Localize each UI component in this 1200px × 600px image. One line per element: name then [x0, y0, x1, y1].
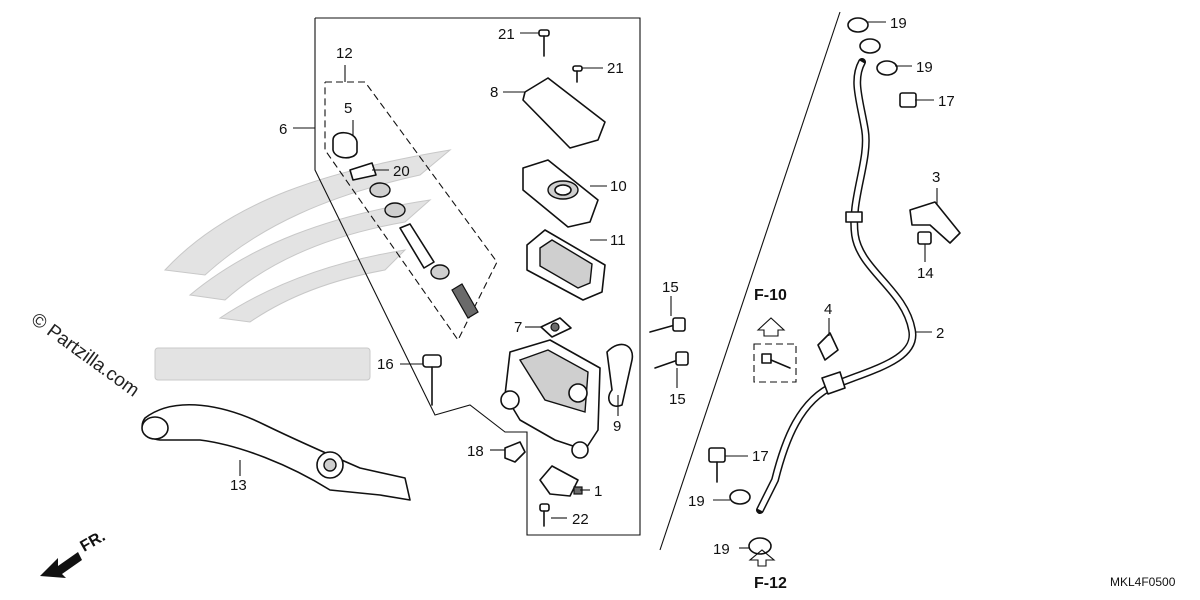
reservoir-cap	[522, 77, 606, 149]
callout-4: 4	[824, 301, 832, 318]
brake-switch	[539, 465, 583, 497]
callout-20: 20	[393, 163, 410, 180]
callout-5: 5	[344, 100, 352, 117]
bolt-15-upper	[649, 317, 686, 333]
banjo-bolt-lower	[708, 447, 726, 483]
bolt-14	[917, 231, 932, 245]
holder-clamp	[606, 343, 634, 407]
callout-19b: 19	[916, 59, 933, 76]
callout-labels: 21 21 8 10 11 7 9 12 5 6 20 16 13 18 1 2…	[230, 15, 955, 558]
callout-13: 13	[230, 477, 247, 494]
callout-19d: 19	[713, 541, 730, 558]
callout-15a: 15	[662, 279, 679, 296]
callout-9: 9	[613, 418, 621, 435]
callout-17a: 17	[938, 93, 955, 110]
hose-group-divider	[659, 11, 841, 551]
callout-19c: 19	[688, 493, 705, 510]
callout-7: 7	[514, 319, 522, 336]
hose-bracket-3	[909, 201, 961, 244]
piston-kit-parts	[332, 131, 479, 319]
hose-clamp-4	[817, 332, 839, 361]
banjo-bolt-upper	[899, 92, 917, 108]
callout-14: 14	[917, 265, 934, 282]
f12-label: F-12	[754, 575, 787, 592]
piston-kit-group-outline	[324, 81, 498, 342]
small-cap-7	[540, 317, 572, 338]
callout-3: 3	[932, 169, 940, 186]
front-arrow: FR.	[40, 528, 108, 578]
nut-18	[504, 441, 526, 463]
callout-21b: 21	[607, 60, 624, 77]
callout-11: 11	[610, 232, 626, 249]
callout-2: 2	[936, 325, 944, 342]
honda-wing-watermark	[154, 149, 452, 381]
banjo-washers	[729, 17, 898, 555]
pivot-bolt	[422, 354, 442, 406]
master-cylinder-body	[500, 339, 601, 459]
leader-lines	[239, 21, 938, 549]
brake-lever	[141, 403, 411, 501]
bolt-15-lower	[654, 351, 689, 369]
callout-8: 8	[490, 84, 498, 101]
front-label: FR.	[78, 528, 109, 556]
diagram-code: MKL4F0500	[1110, 575, 1176, 589]
f10-label: F-10	[754, 287, 787, 304]
brake-hose	[756, 58, 917, 514]
callout-17b: 17	[752, 448, 769, 465]
callout-22: 22	[572, 511, 589, 528]
f12-reference: F-12	[748, 549, 787, 592]
partzilla-watermark: © Partzilla.com	[27, 309, 143, 401]
master-cylinder-group-outline	[314, 17, 641, 536]
callout-1: 1	[594, 483, 602, 500]
callout-12: 12	[336, 45, 353, 62]
callout-15b: 15	[669, 391, 686, 408]
diaphragm	[526, 229, 606, 301]
callout-10: 10	[610, 178, 627, 195]
callout-6: 6	[279, 121, 287, 138]
f10-reference: F-10	[753, 287, 797, 383]
cap-plate	[522, 159, 599, 228]
callout-16: 16	[377, 356, 394, 373]
cap-screws	[538, 29, 583, 83]
callout-18: 18	[467, 443, 484, 460]
callout-21a: 21	[498, 26, 515, 43]
callout-19a: 19	[890, 15, 907, 32]
switch-screw	[539, 503, 550, 527]
